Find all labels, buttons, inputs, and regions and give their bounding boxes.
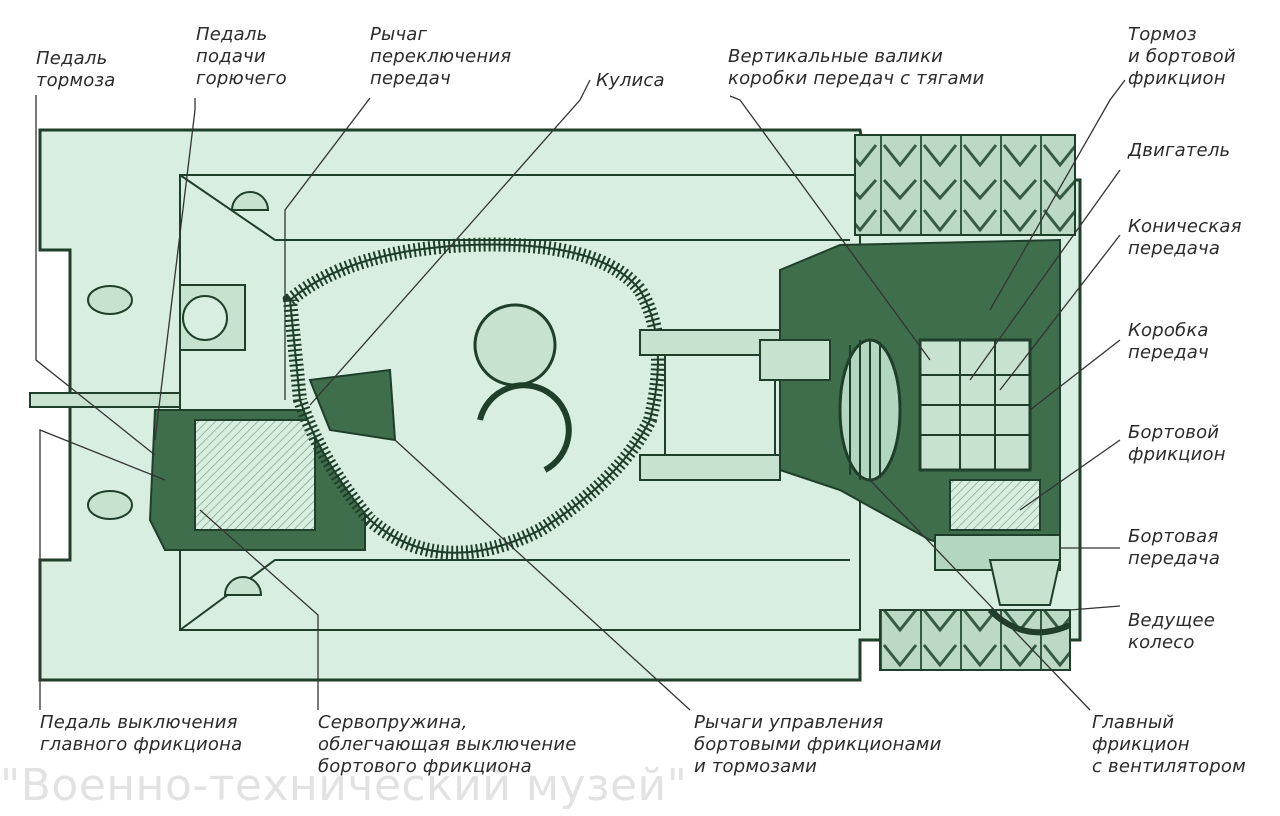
label-line: бортовыми фрикционами (694, 734, 942, 755)
label-brake-pedal: Педаль тормоза (36, 48, 116, 92)
label-engine: Двигатель (1128, 140, 1230, 162)
label-line: облегчающая выключение (318, 734, 577, 755)
drive-wheel (988, 559, 1062, 606)
label-line: горючего (196, 68, 287, 89)
label-final-drive: Бортовая передача (1128, 526, 1220, 570)
label-line: передача (1128, 238, 1221, 259)
label-line: бортового фрикциона (318, 756, 532, 777)
driver-seat (194, 419, 316, 531)
leader-lines (35, 79, 1126, 711)
label-gearbox: Коробка передач (1128, 320, 1209, 364)
label-main-clutch: Главный фрикцион с вентилятором (1092, 712, 1246, 778)
label-line: Рычаги управления (694, 712, 884, 733)
label-line: переключения (370, 46, 512, 67)
label-line: Бортовой (1128, 422, 1220, 443)
label-line: тормоза (36, 70, 116, 91)
label-bevel-gear: Коническая передача (1128, 216, 1242, 260)
label-line: и бортовой (1128, 46, 1236, 67)
label-line: с вентилятором (1092, 756, 1246, 777)
gun-barrel (29, 392, 181, 408)
label-line: Рычаг (370, 24, 428, 45)
main-clutch-fan (759, 338, 902, 482)
label-side-clutch: Бортовой фрикцион (1128, 422, 1226, 466)
label-line: фрикцион (1128, 68, 1226, 89)
label-line: Кулиса (596, 70, 665, 91)
label-line: Ведущее (1128, 610, 1216, 631)
label-line: Тормоз (1128, 24, 1197, 45)
label-line: Сервопружина, (318, 712, 468, 733)
label-vertical-rollers: Вертикальные валики коробки передач с тя… (728, 46, 984, 90)
label-line: Педаль (36, 48, 108, 69)
label-line: Коническая (1128, 216, 1242, 237)
label-line: главного фрикциона (40, 734, 243, 755)
label-line: коробки передач с тягами (728, 68, 985, 89)
label-line: Педаль (196, 24, 268, 45)
drive-wheel-rim (987, 607, 1072, 636)
lower-track (879, 609, 1071, 671)
label-line: Бортовая (1128, 526, 1219, 547)
turret-ring (282, 237, 665, 560)
label-line: передач (1128, 342, 1209, 363)
watermark: "Военно-технический музей" (0, 760, 688, 811)
label-drive-wheel: Ведущее колесо (1128, 610, 1215, 654)
label-line: Двигатель (1128, 140, 1231, 161)
label-line: Педаль выключения (40, 712, 238, 733)
label-line: передач (370, 68, 451, 89)
label-control-levers: Рычаги управления бортовыми фрикционами … (694, 712, 941, 778)
upper-track (854, 134, 1076, 236)
label-line: фрикцион (1092, 734, 1190, 755)
label-line: Вертикальные валики (728, 46, 944, 67)
label-line: фрикцион (1128, 444, 1226, 465)
label-gate: Кулиса (596, 70, 665, 92)
label-line: Главный (1092, 712, 1175, 733)
label-line: Коробка (1128, 320, 1209, 341)
label-servo-spring: Сервопружина, облегчающая выключение бор… (318, 712, 577, 778)
side-clutch (949, 479, 1041, 531)
label-line: передача (1128, 548, 1221, 569)
label-main-clutch-pedal: Педаль выключения главного фрикциона (40, 712, 242, 756)
label-line: колесо (1128, 632, 1195, 653)
label-fuel-pedal: Педаль подачи горючего (196, 24, 287, 90)
label-gear-lever: Рычаг переключения передач (370, 24, 511, 90)
label-brake-side-clutch: Тормоз и бортовой фрикцион (1128, 24, 1236, 90)
hull-fittings (87, 191, 270, 596)
label-line: и тормозами (694, 756, 818, 777)
label-line: подачи (196, 46, 266, 67)
